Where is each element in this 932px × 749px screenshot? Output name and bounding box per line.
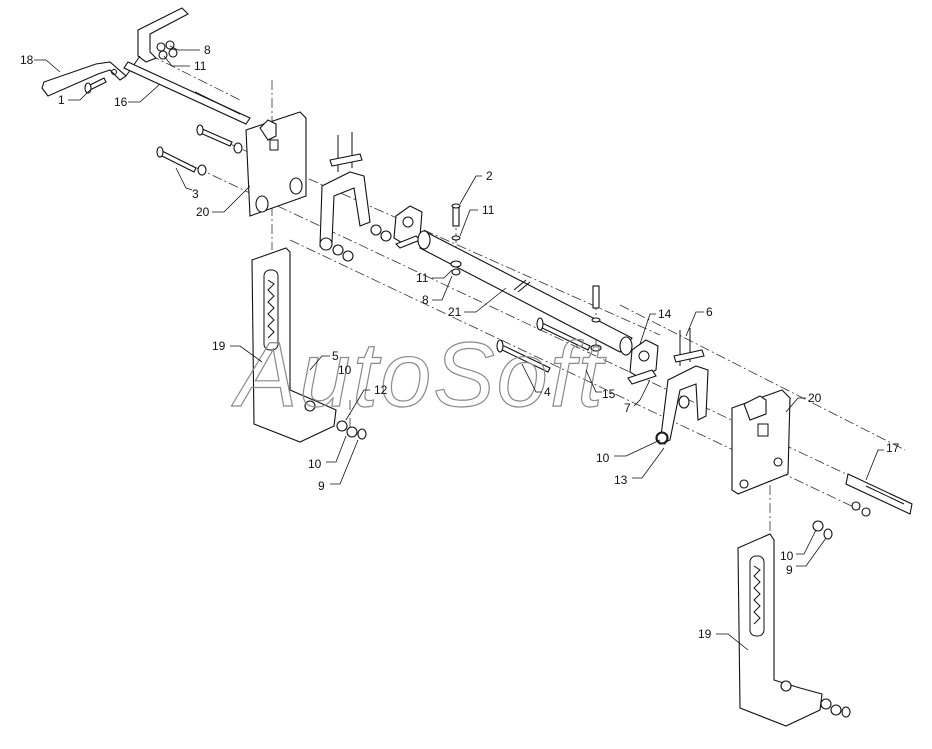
bolts-3 xyxy=(156,124,243,176)
callout-15: 15 xyxy=(602,387,616,401)
callout-8: 8 xyxy=(204,43,211,57)
clamp-and-u-bracket-right xyxy=(627,328,709,445)
callout-19-left: 19 xyxy=(212,339,226,353)
callout-9-far-right: 9 xyxy=(786,563,793,577)
bolts-4-5 xyxy=(496,317,591,373)
callout-11-mid: 11 xyxy=(482,203,495,217)
callout-3: 3 xyxy=(192,187,199,201)
mounting-plate-20-left xyxy=(245,111,307,217)
u-bracket-left xyxy=(319,132,392,262)
callout-10-far-right: 10 xyxy=(780,549,794,563)
callout-2: 2 xyxy=(486,169,493,183)
callout-4: 4 xyxy=(544,385,551,399)
callout-16: 16 xyxy=(114,95,128,109)
callout-7: 7 xyxy=(624,401,631,415)
callout-21: 21 xyxy=(448,305,462,319)
callout-20-left: 20 xyxy=(196,205,210,219)
bolt-1 xyxy=(84,77,107,94)
watermark-text: AutoSoft xyxy=(231,324,606,426)
callout-18: 18 xyxy=(20,53,34,67)
callout-14: 14 xyxy=(658,307,672,321)
callout-20-right: 20 xyxy=(808,391,822,405)
callout-11: 11 xyxy=(194,59,207,73)
callout-13: 13 xyxy=(614,473,628,487)
callout-leaders xyxy=(34,45,884,651)
callout-10-right: 10 xyxy=(596,451,610,465)
callout-9-left: 9 xyxy=(318,479,325,493)
callout-17: 17 xyxy=(886,441,900,455)
lever-arm-18 xyxy=(41,7,189,97)
callout-12: 12 xyxy=(374,383,388,397)
callout-10-left: 10 xyxy=(308,457,322,471)
mounting-plate-20-right xyxy=(731,389,791,495)
callout-1: 1 xyxy=(58,93,65,107)
callout-8-lower: 8 xyxy=(422,293,429,307)
callout-labels: 18 8 11 1 16 3 20 2 11 11 8 21 14 6 19 5… xyxy=(20,43,900,641)
nuts-8-11-top xyxy=(156,40,178,60)
callout-11-lower: 11 xyxy=(416,271,429,285)
slotted-bar-16 xyxy=(123,61,251,125)
support-leg-19-left xyxy=(251,247,367,443)
callout-10-mid: 10 xyxy=(338,363,352,377)
slotted-bar-17 xyxy=(845,473,913,517)
callout-19-right: 19 xyxy=(698,627,712,641)
callout-5: 5 xyxy=(332,349,339,363)
bolt-2 xyxy=(450,203,602,352)
support-leg-19-right xyxy=(737,533,851,727)
callout-6: 6 xyxy=(706,305,713,319)
tube-21 xyxy=(417,230,633,356)
